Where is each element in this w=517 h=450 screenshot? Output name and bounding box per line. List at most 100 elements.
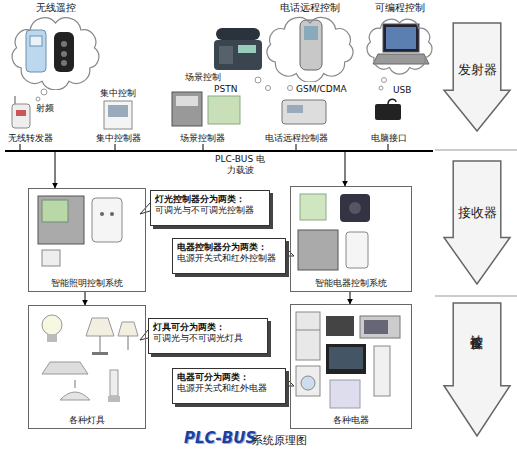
block-arrow bbox=[444, 23, 510, 131]
remote-screen bbox=[30, 36, 42, 46]
bulb-base bbox=[108, 396, 120, 402]
remote-button bbox=[61, 51, 67, 57]
remote-button bbox=[61, 60, 67, 66]
table-lamp bbox=[86, 318, 114, 336]
bus-line: PLC-BUS 电力载波 bbox=[5, 150, 433, 152]
usb-cable bbox=[388, 99, 396, 104]
callout-text: 电源开关式和红外控制器 bbox=[177, 253, 281, 264]
central-controller bbox=[104, 101, 132, 129]
cloud-shape bbox=[267, 17, 353, 82]
callout-pointer bbox=[140, 330, 148, 340]
scene-controller bbox=[172, 92, 202, 126]
ceiling-light bbox=[42, 362, 88, 374]
ir-lens bbox=[349, 202, 361, 214]
controller-panel bbox=[176, 96, 198, 106]
television bbox=[326, 344, 366, 374]
divider-line bbox=[435, 296, 517, 297]
laptop-screen bbox=[383, 24, 419, 52]
device-caption: 场景控制 bbox=[185, 72, 221, 83]
callout-text: 电源开关式和红外电器 bbox=[177, 383, 281, 394]
cloud-outline bbox=[8, 16, 103, 90]
remote-button bbox=[61, 41, 67, 47]
cloud-title: 无线遥控 bbox=[8, 2, 103, 14]
phone-handset bbox=[216, 28, 260, 40]
device-light bbox=[16, 110, 26, 116]
stage-arrow: 发射器 bbox=[442, 22, 512, 132]
callout-text: 电器可分为两类： bbox=[177, 372, 281, 383]
arrow-outline bbox=[442, 302, 512, 437]
thought-bubble bbox=[288, 86, 293, 91]
bus-name: PLC-BUS 电力载波 bbox=[214, 154, 266, 176]
callout-box: 灯光控制器分为两类：可调光与不可调光控制器 bbox=[150, 190, 270, 226]
transmitter-device: 电脑接口 bbox=[360, 96, 418, 144]
block-arrow bbox=[444, 161, 510, 284]
cloud-title: 可编程控制 bbox=[362, 2, 437, 14]
refrigerator bbox=[296, 312, 320, 360]
box-caption: 智能照明控制系统 bbox=[29, 278, 145, 289]
cloud-group: 可编程控制 bbox=[362, 2, 437, 76]
laptop-display bbox=[386, 27, 416, 49]
microwave-window bbox=[364, 320, 388, 334]
ir-controller bbox=[340, 194, 370, 222]
receiver-box: 智能电器控制系统 bbox=[290, 186, 412, 292]
connector-line bbox=[345, 152, 346, 186]
phone-controller bbox=[282, 100, 326, 124]
pendant-light bbox=[60, 392, 90, 400]
phone-keypad bbox=[219, 46, 233, 64]
plug-pin bbox=[110, 212, 114, 216]
callout-box: 电器控制器分为两类：电源开关式和红外控制器 bbox=[172, 238, 286, 274]
cloud-outline bbox=[262, 16, 358, 82]
lighting-module bbox=[38, 196, 84, 244]
receiver-box: 智能照明控制系统 bbox=[28, 188, 146, 292]
pc-interface bbox=[375, 104, 401, 120]
callout-text: 灯光控制器分为两类： bbox=[155, 194, 265, 205]
callout-box: 灯具可分为两类：可调光与不可调光灯具 bbox=[148, 318, 268, 354]
lamp-stem bbox=[128, 336, 129, 350]
audio-system bbox=[326, 316, 354, 336]
stage-arrow: 被控设备 bbox=[442, 302, 512, 437]
thought-bubble bbox=[266, 86, 271, 91]
callout-text: 可调光与不可调光灯具 bbox=[153, 333, 263, 344]
curtain bbox=[330, 380, 360, 408]
transmitter-device: 电话远程控制器 bbox=[258, 96, 334, 144]
label-text: PSTN bbox=[214, 84, 237, 95]
thought-bubble bbox=[379, 86, 383, 90]
cloud-shape bbox=[367, 19, 432, 74]
connector-line bbox=[350, 292, 351, 304]
callout-text: 可调光与不可调光控制器 bbox=[155, 205, 265, 216]
box-caption: 各种电器 bbox=[291, 415, 411, 426]
device-caption: 集中控制 bbox=[100, 88, 136, 99]
plug-controller bbox=[346, 232, 368, 268]
transmitter-device: 集中控制集中控制器 bbox=[88, 88, 148, 144]
cloud-title: 电话远程控制 bbox=[262, 2, 358, 14]
stage-arrow: 接收器 bbox=[442, 160, 512, 285]
callout-box: 电器可分为两类：电源开关式和红外电器 bbox=[172, 368, 286, 404]
pendant-cord bbox=[75, 380, 76, 388]
device-caption: 集中控制器 bbox=[96, 133, 141, 144]
caption-text: 系统原理图 bbox=[252, 434, 307, 447]
connector-line bbox=[115, 144, 116, 150]
phone-screen bbox=[238, 45, 256, 53]
table-lamp bbox=[118, 322, 138, 336]
remote-control bbox=[26, 30, 46, 72]
block-arrow bbox=[444, 303, 510, 436]
callout-text: 灯具可分为两类： bbox=[153, 322, 263, 333]
label-text: USB bbox=[393, 85, 411, 96]
antenna bbox=[15, 96, 16, 104]
thought-bubble bbox=[41, 89, 47, 95]
box-caption: 各种灯具 bbox=[29, 415, 145, 426]
washing-machine bbox=[296, 366, 320, 396]
fridge-door bbox=[296, 330, 320, 331]
air-conditioner bbox=[374, 346, 390, 396]
switch-module bbox=[42, 250, 60, 266]
desk-phone bbox=[214, 40, 262, 70]
remote-control bbox=[54, 32, 74, 72]
device-box: 各种电器 bbox=[290, 304, 412, 429]
device-box: 各种灯具 bbox=[28, 305, 146, 429]
cloud-group: 电话远程控制 bbox=[262, 2, 358, 82]
transmitter-device: 场景控制场景控制器 bbox=[160, 72, 245, 144]
connector-line bbox=[388, 144, 389, 150]
label-text: GSM/CDMA bbox=[296, 84, 347, 95]
lamp-foot bbox=[92, 352, 108, 355]
controller-panel bbox=[287, 105, 303, 113]
